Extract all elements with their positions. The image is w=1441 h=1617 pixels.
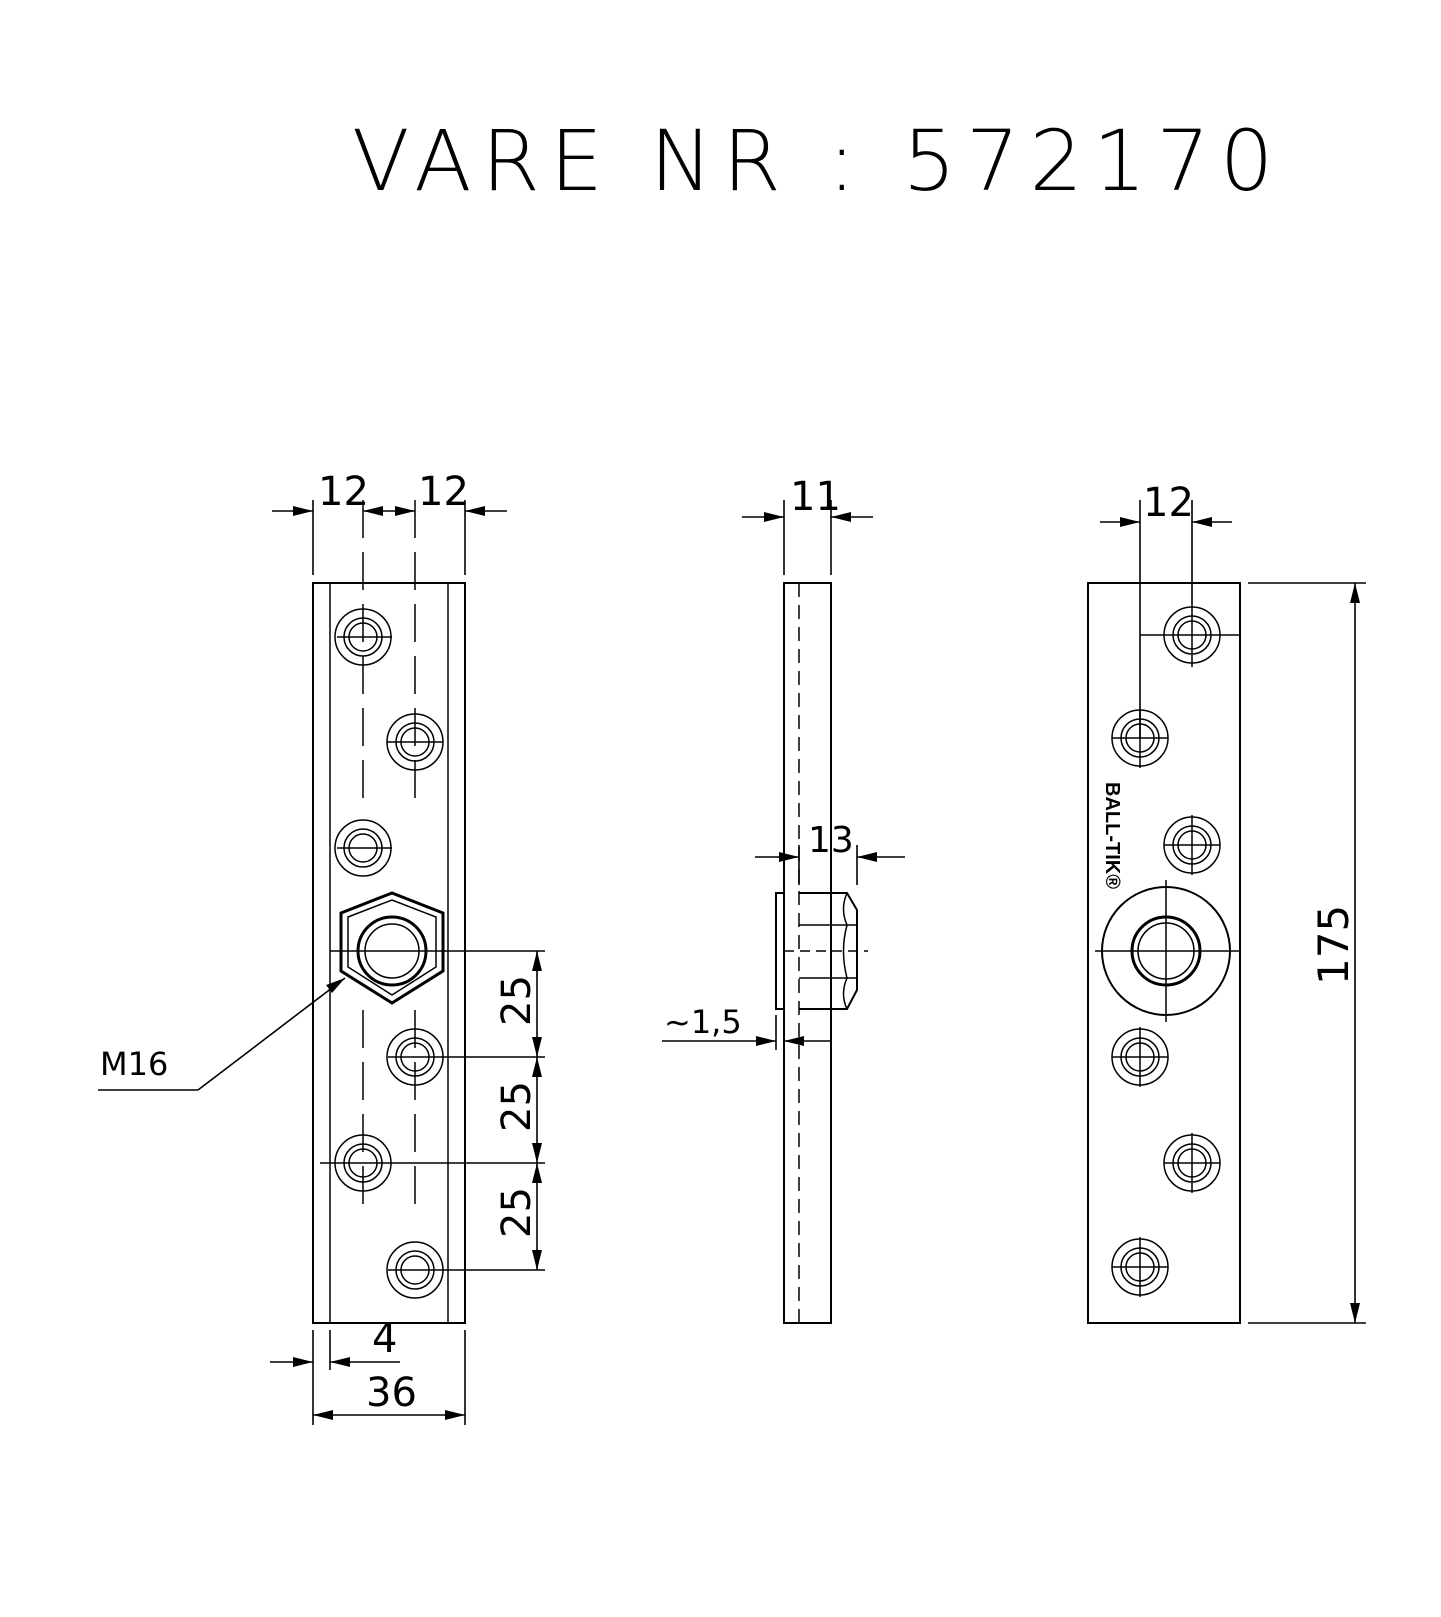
dim-back-175: 175	[1248, 582, 1366, 1324]
dim-side-1-5: ~1,5	[662, 1003, 831, 1050]
dim-side-13: 13	[755, 820, 905, 885]
dim-length-175: 175	[1309, 905, 1358, 985]
hex-nut-side	[775, 892, 868, 1010]
side-view: 11 13 ~1,5	[662, 474, 905, 1324]
dim-edge-4: 4	[372, 1316, 397, 1362]
back-central-boss	[1095, 880, 1240, 1022]
back-hole-6	[1111, 1237, 1169, 1297]
dim-offset-12: 12	[1143, 480, 1194, 526]
dim-pitch-2: 25	[494, 1081, 540, 1132]
back-hole-3	[1163, 815, 1221, 875]
front-hole-2	[386, 713, 444, 771]
hex-nut-front	[330, 891, 545, 1005]
front-hole-4	[386, 1028, 545, 1086]
thread-label-m16: M16	[100, 1045, 168, 1083]
dim-pitch-3: 25	[494, 1187, 540, 1238]
dim-bottom-36: 36	[313, 1330, 466, 1425]
thread-leader: M16	[98, 977, 346, 1091]
dim-flange-1-5: ~1,5	[664, 1003, 742, 1041]
dim-thickness-11: 11	[790, 474, 841, 520]
dim-back-12: 12	[1100, 480, 1232, 738]
dim-pitch-1: 25	[494, 975, 540, 1026]
front-hole-6	[386, 1241, 545, 1299]
dim-bottom-4: 4	[270, 1316, 400, 1425]
front-view: 12 12 25 25 25 4	[98, 469, 545, 1425]
ball-tik-logo: BALL-TIK®	[1101, 782, 1123, 889]
back-hole-5	[1163, 1133, 1221, 1193]
front-hole-3	[334, 819, 392, 877]
dim-side-11: 11	[742, 474, 873, 575]
dim-right-12: 12	[418, 469, 469, 515]
dim-width-36: 36	[366, 1370, 417, 1416]
drawing-title: VARE NR : 572170	[352, 112, 1283, 210]
dim-pitch-25: 25 25 25	[494, 951, 542, 1270]
back-hole-1	[1163, 605, 1221, 667]
back-view: BALL-TIK® 12 175	[1087, 480, 1366, 1324]
dim-top-12-12: 12 12	[272, 469, 507, 575]
front-hole-5	[320, 1134, 545, 1192]
dim-nut-13: 13	[808, 820, 854, 861]
back-hole-4	[1111, 1027, 1169, 1087]
dim-left-12: 12	[318, 469, 369, 515]
front-hole-1	[334, 608, 392, 666]
